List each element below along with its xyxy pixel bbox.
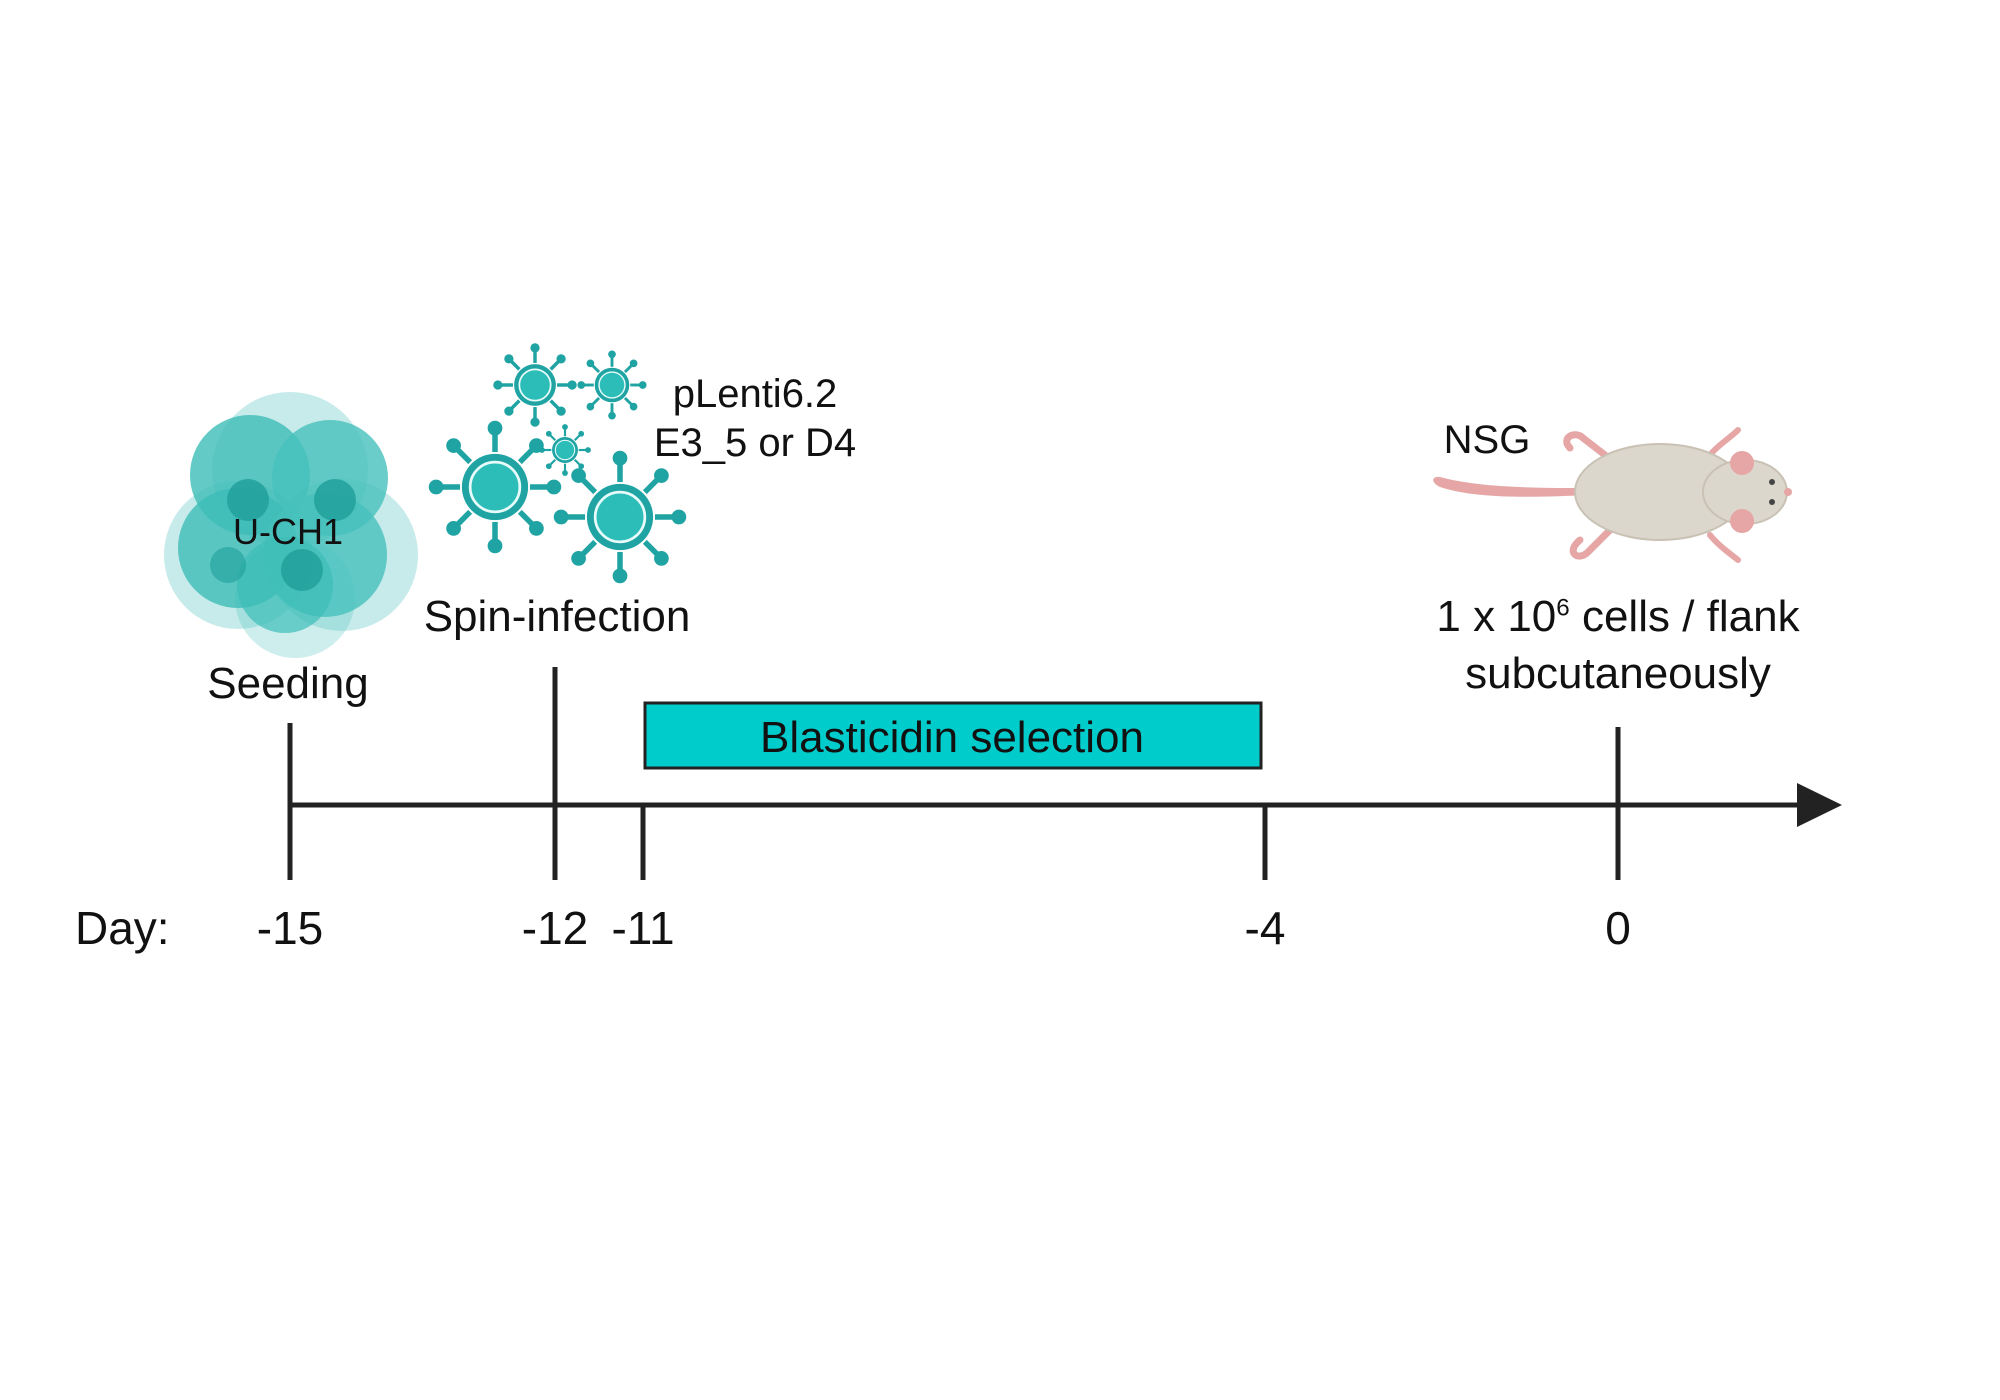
- selection-bar: [643, 701, 1263, 770]
- cell-line-label: U-CH1: [232, 511, 344, 552]
- injection-label-line1: 1 x 106 cells / flank: [1436, 595, 1799, 639]
- injection-count: 1 x 10: [1436, 592, 1557, 641]
- injection-exponent: 6: [1556, 594, 1570, 622]
- day-label: -4: [1244, 902, 1286, 954]
- event-label-spin-infection: Spin-infection: [423, 592, 691, 641]
- injection-unit: cells / flank: [1569, 592, 1800, 641]
- cell-cluster-icon: [164, 392, 418, 658]
- injection-label-line2: subcutaneously: [1465, 649, 1771, 698]
- event-label-seeding: Seeding: [207, 659, 369, 708]
- mouse-icon: [1433, 427, 1792, 563]
- selection-label: Blasticidin selection: [760, 713, 1144, 762]
- day-label: -11: [611, 902, 675, 954]
- virus-particles-icon: [429, 341, 686, 583]
- mouse-strain-label: NSG: [1443, 418, 1531, 462]
- axis-arrowhead: [1797, 783, 1842, 827]
- day-label: 0: [1605, 902, 1631, 954]
- vector-label-line2: E3_5 or D4: [653, 420, 857, 465]
- day-label: -15: [256, 902, 324, 954]
- day-label: -12: [521, 902, 589, 954]
- vector-label-line1: pLenti6.2: [672, 372, 838, 416]
- axis-label-day: Day:: [75, 902, 170, 954]
- vector-label: pLenti6.2 E3_5 or D4: [654, 370, 856, 468]
- tick-marks: [287, 667, 1621, 880]
